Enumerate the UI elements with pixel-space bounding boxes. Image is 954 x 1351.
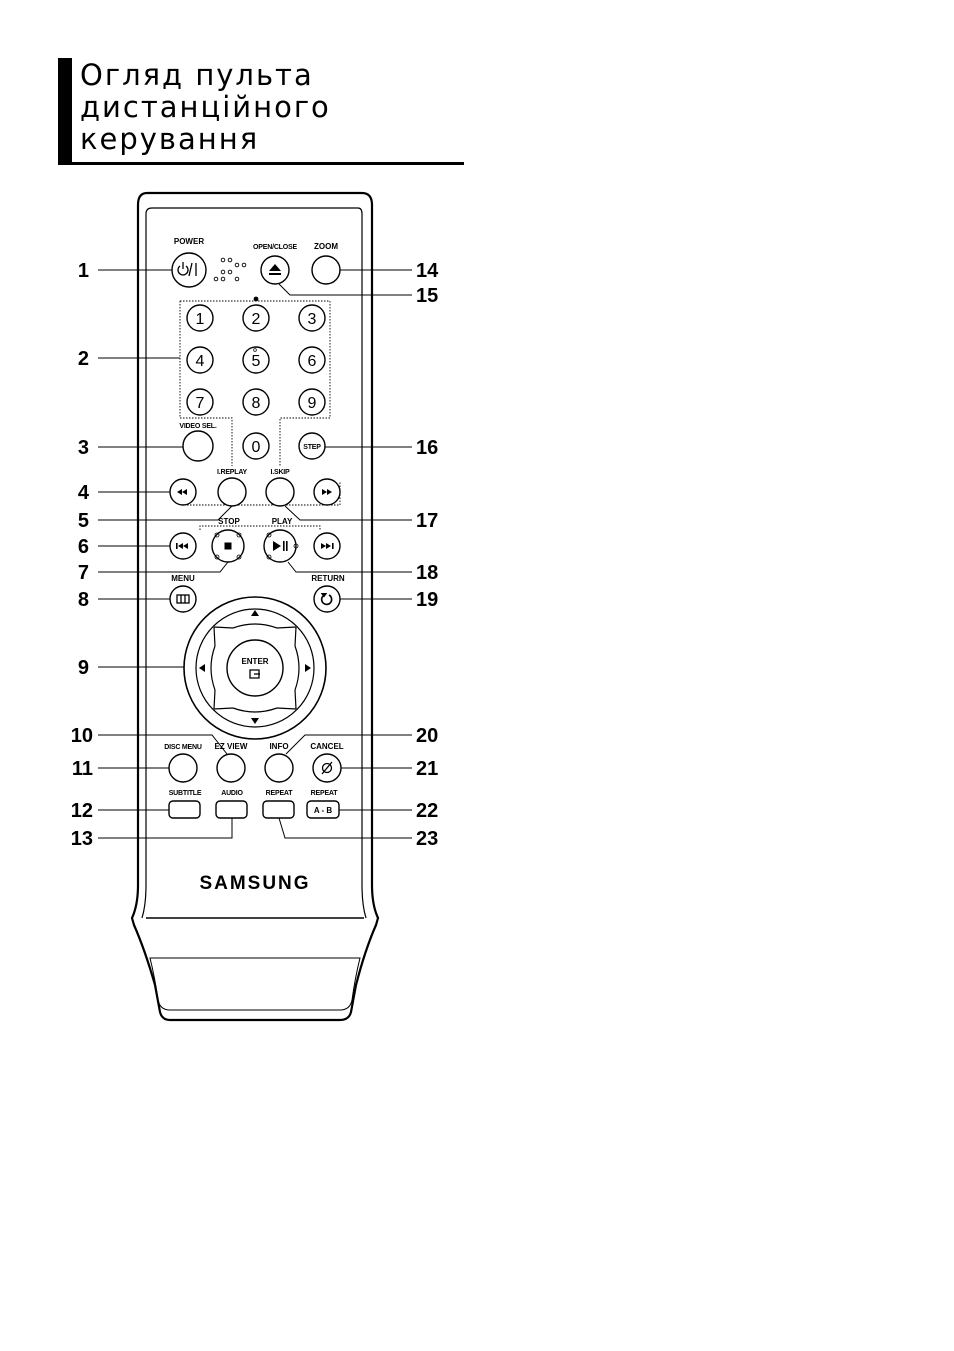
callout-7: 7 xyxy=(78,562,89,584)
ab-label: A - B xyxy=(314,806,333,815)
menu-button[interactable]: MENU xyxy=(170,574,196,612)
enter-label: ENTER xyxy=(241,657,268,666)
rewind-button[interactable] xyxy=(170,479,196,505)
digit-label: 2 xyxy=(252,311,261,328)
power-label: POWER xyxy=(174,237,204,246)
digit-label: 5 xyxy=(252,353,261,370)
stop-icon xyxy=(225,543,232,550)
callout-23: 23 xyxy=(416,828,438,850)
callout-1: 1 xyxy=(78,260,89,282)
fast-forward-button[interactable] xyxy=(314,479,340,505)
digit-button-8[interactable]: 8 xyxy=(243,389,269,415)
skip-back-button[interactable] xyxy=(170,533,196,559)
callout-11: 11 xyxy=(72,758,93,780)
callout-15: 15 xyxy=(416,285,438,307)
callout-17: 17 xyxy=(416,510,438,532)
play-label: PLAY xyxy=(272,517,293,526)
digit-button-3[interactable]: 3 xyxy=(299,305,325,331)
digit-label: 7 xyxy=(196,395,205,412)
step-label: STEP xyxy=(303,444,321,451)
callout-8: 8 xyxy=(78,589,89,611)
video-sel-label: VIDEO SEL. xyxy=(179,423,217,430)
i-replay-label: I.REPLAY xyxy=(217,469,248,476)
digit-button-0[interactable]: 0 xyxy=(243,433,269,459)
digit-button-7[interactable]: 7 xyxy=(187,389,213,415)
callouts-right: 14 15 16 17 18 19 20 21 22 23 xyxy=(416,260,439,850)
power-button[interactable]: POWER xyxy=(172,237,206,287)
zoom-button[interactable]: ZOOM xyxy=(312,242,340,284)
open-close-button[interactable]: OPEN/CLOSE xyxy=(253,244,297,284)
callouts-left: 1 2 3 4 5 6 7 8 9 10 11 12 13 xyxy=(71,260,93,850)
callout-13: 13 xyxy=(71,828,93,850)
ez-view-button[interactable]: EZ VIEW xyxy=(215,742,248,782)
callout-21: 21 xyxy=(416,758,438,780)
callout-19: 19 xyxy=(416,589,438,611)
callout-5: 5 xyxy=(78,510,89,532)
brand-logo: SAMSUNG xyxy=(199,873,310,894)
digit-button-4[interactable]: 4 xyxy=(187,347,213,373)
callout-20: 20 xyxy=(416,725,438,747)
callout-18: 18 xyxy=(416,562,438,584)
callout-12: 12 xyxy=(71,800,93,822)
stop-button[interactable]: STOP xyxy=(212,517,244,562)
repeat-ab-label: REPEAT xyxy=(311,790,339,797)
zoom-label: ZOOM xyxy=(314,242,338,251)
play-pause-button[interactable]: PLAY xyxy=(264,517,298,562)
digit-button-6[interactable]: 6 xyxy=(299,347,325,373)
digit-button-2[interactable]: 2 xyxy=(243,305,269,331)
disc-menu-button[interactable]: DISC MENU xyxy=(164,744,202,782)
audio-label: AUDIO xyxy=(221,790,243,797)
digit-button-9[interactable]: 9 xyxy=(299,389,325,415)
repeat-ab-button[interactable]: REPEAT A - B xyxy=(307,790,339,818)
callout-4: 4 xyxy=(78,482,90,504)
info-label: INFO xyxy=(269,742,288,751)
digit-label: 6 xyxy=(308,353,317,370)
callout-16: 16 xyxy=(416,437,438,459)
remote-sensor-dots xyxy=(214,258,246,281)
info-button[interactable]: INFO xyxy=(265,742,293,782)
i-skip-label: I.SKIP xyxy=(270,469,290,476)
digit-button-1[interactable]: 1 xyxy=(187,305,213,331)
open-close-label: OPEN/CLOSE xyxy=(253,244,297,251)
return-label: RETURN xyxy=(311,574,345,583)
digit-button-5[interactable]: 5 xyxy=(243,347,269,373)
callout-10: 10 xyxy=(71,725,93,747)
subtitle-label: SUBTITLE xyxy=(169,790,202,797)
digit-label: 0 xyxy=(252,439,261,456)
digit-label: 8 xyxy=(252,395,261,412)
keypad-indicator-dot xyxy=(254,297,259,302)
callout-2: 2 xyxy=(78,348,89,370)
cancel-label: CANCEL xyxy=(310,742,343,751)
callout-6: 6 xyxy=(78,536,89,558)
repeat-label: REPEAT xyxy=(266,790,294,797)
ez-view-label: EZ VIEW xyxy=(215,742,248,751)
subtitle-button[interactable]: SUBTITLE xyxy=(169,790,202,818)
skip-forward-button[interactable] xyxy=(314,533,340,559)
return-button[interactable]: RETURN xyxy=(311,574,345,612)
i-replay-button[interactable]: I.REPLAY xyxy=(217,469,248,506)
video-sel-button[interactable]: VIDEO SEL. xyxy=(179,423,217,461)
repeat-button[interactable]: REPEAT xyxy=(263,790,294,818)
digit-label: 9 xyxy=(308,395,317,412)
disc-menu-label: DISC MENU xyxy=(164,744,202,751)
step-button[interactable]: STEP xyxy=(299,433,325,459)
menu-label: MENU xyxy=(171,574,195,583)
enter-button[interactable]: ENTER xyxy=(227,640,283,696)
digit-label: 1 xyxy=(196,311,205,328)
cancel-button[interactable]: CANCEL xyxy=(310,742,343,782)
audio-button[interactable]: AUDIO xyxy=(216,790,247,818)
digit-label: 3 xyxy=(308,311,317,328)
callout-9: 9 xyxy=(78,657,89,679)
callout-22: 22 xyxy=(416,800,438,822)
i-skip-button[interactable]: I.SKIP xyxy=(266,469,294,506)
callout-3: 3 xyxy=(78,437,89,459)
stop-label: STOP xyxy=(218,517,240,526)
callout-14: 14 xyxy=(416,260,439,282)
digit-label: 4 xyxy=(196,353,205,370)
